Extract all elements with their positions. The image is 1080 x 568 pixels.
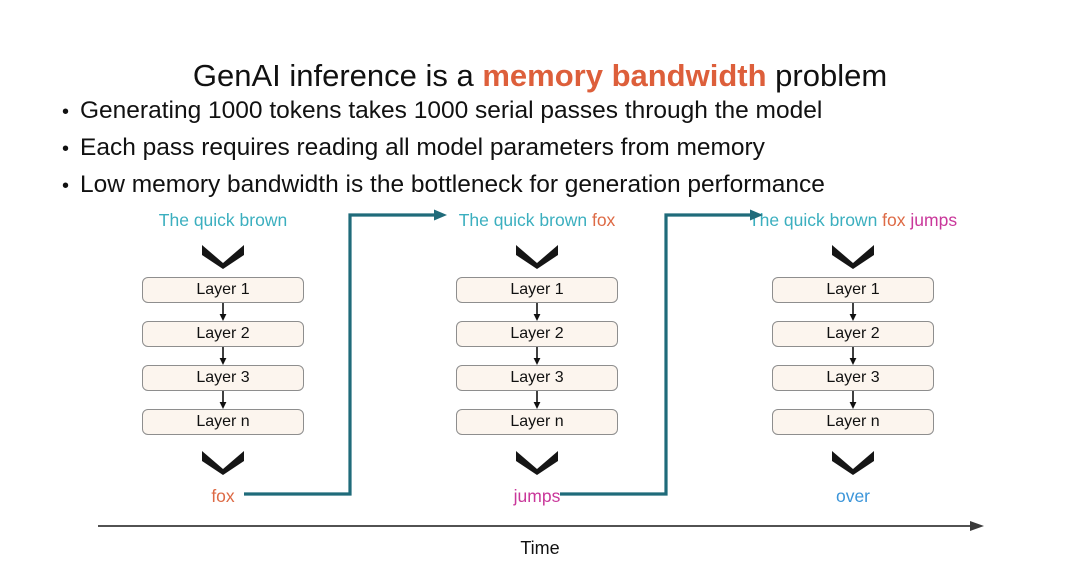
bullet-text: Low memory bandwidth is the bottleneck f… [80,171,825,198]
title-text-before: GenAI inference is a [192,58,483,93]
output-token: jumps [513,486,561,506]
prompt-segment-teal: The quick brown [158,210,288,230]
flow-arrow-icon [848,347,858,365]
flow-arrow-icon [848,391,858,409]
flow-arrow-icon [218,303,228,321]
flow-arrow-icon [218,391,228,409]
time-axis [98,520,984,534]
layer-box: Layer 2 [142,321,304,347]
pass-column-1: The quick brown Layer 1 Layer 2 Layer 3 … [98,206,348,509]
time-axis-label: Time [520,538,560,558]
title-highlight: memory bandwidth [482,58,767,93]
layer-box: Layer 3 [142,365,304,391]
flow-arrow-icon [532,303,542,321]
layer-box: Layer 1 [142,277,304,303]
layer-box: Layer 2 [772,321,934,347]
prompt-segment-jumps: jumps [910,210,958,230]
prompt-segment-fox: fox [882,210,911,230]
title-text-after: problem [766,58,888,93]
layer-box: Layer 1 [456,277,618,303]
bullet-item: • Each pass requires reading all model p… [62,130,1042,167]
chevron-down-icon [200,243,246,269]
prompt-segment-teal: The quick brown [748,210,883,230]
output-token: over [835,486,871,506]
pass-column-2: The quick brown fox Layer 1 Layer 2 Laye… [412,206,662,509]
bullet-list: • Generating 1000 tokens takes 1000 seri… [62,93,1042,204]
column-1-prompt: The quick brown [98,206,348,234]
flow-arrow-icon [218,347,228,365]
flow-arrow-icon [532,391,542,409]
column-2-prompt: The quick brown fox [412,206,662,234]
chevron-down-icon [514,243,560,269]
prompt-segment-fox: fox [591,210,616,230]
bullet-marker-icon: • [62,175,70,197]
bullet-marker-icon: • [62,101,70,123]
chevron-down-icon [200,449,246,475]
chevron-down-icon [830,449,876,475]
output-token: fox [211,486,235,506]
layer-box: Layer n [142,409,304,435]
bullet-marker-icon: • [62,138,70,160]
page-title: GenAI inference is a memory bandwidth pr… [0,58,1080,94]
prompt-segment-teal: The quick brown [458,210,592,230]
flow-arrow-icon [848,303,858,321]
bullet-item: • Low memory bandwidth is the bottleneck… [62,167,1042,204]
layer-box: Layer n [772,409,934,435]
layer-box: Layer 2 [456,321,618,347]
pass-column-3: The quick brown fox jumps Layer 1 Layer … [728,206,978,509]
layer-box: Layer 3 [772,365,934,391]
bullet-item: • Generating 1000 tokens takes 1000 seri… [62,93,1042,130]
bullet-text: Each pass requires reading all model par… [80,134,765,161]
bullet-text: Generating 1000 tokens takes 1000 serial… [80,97,823,124]
chevron-down-icon [514,449,560,475]
flow-arrow-icon [532,347,542,365]
layer-box: Layer 3 [456,365,618,391]
layer-box: Layer n [456,409,618,435]
column-3-prompt: The quick brown fox jumps [728,206,978,234]
layer-box: Layer 1 [772,277,934,303]
chevron-down-icon [830,243,876,269]
